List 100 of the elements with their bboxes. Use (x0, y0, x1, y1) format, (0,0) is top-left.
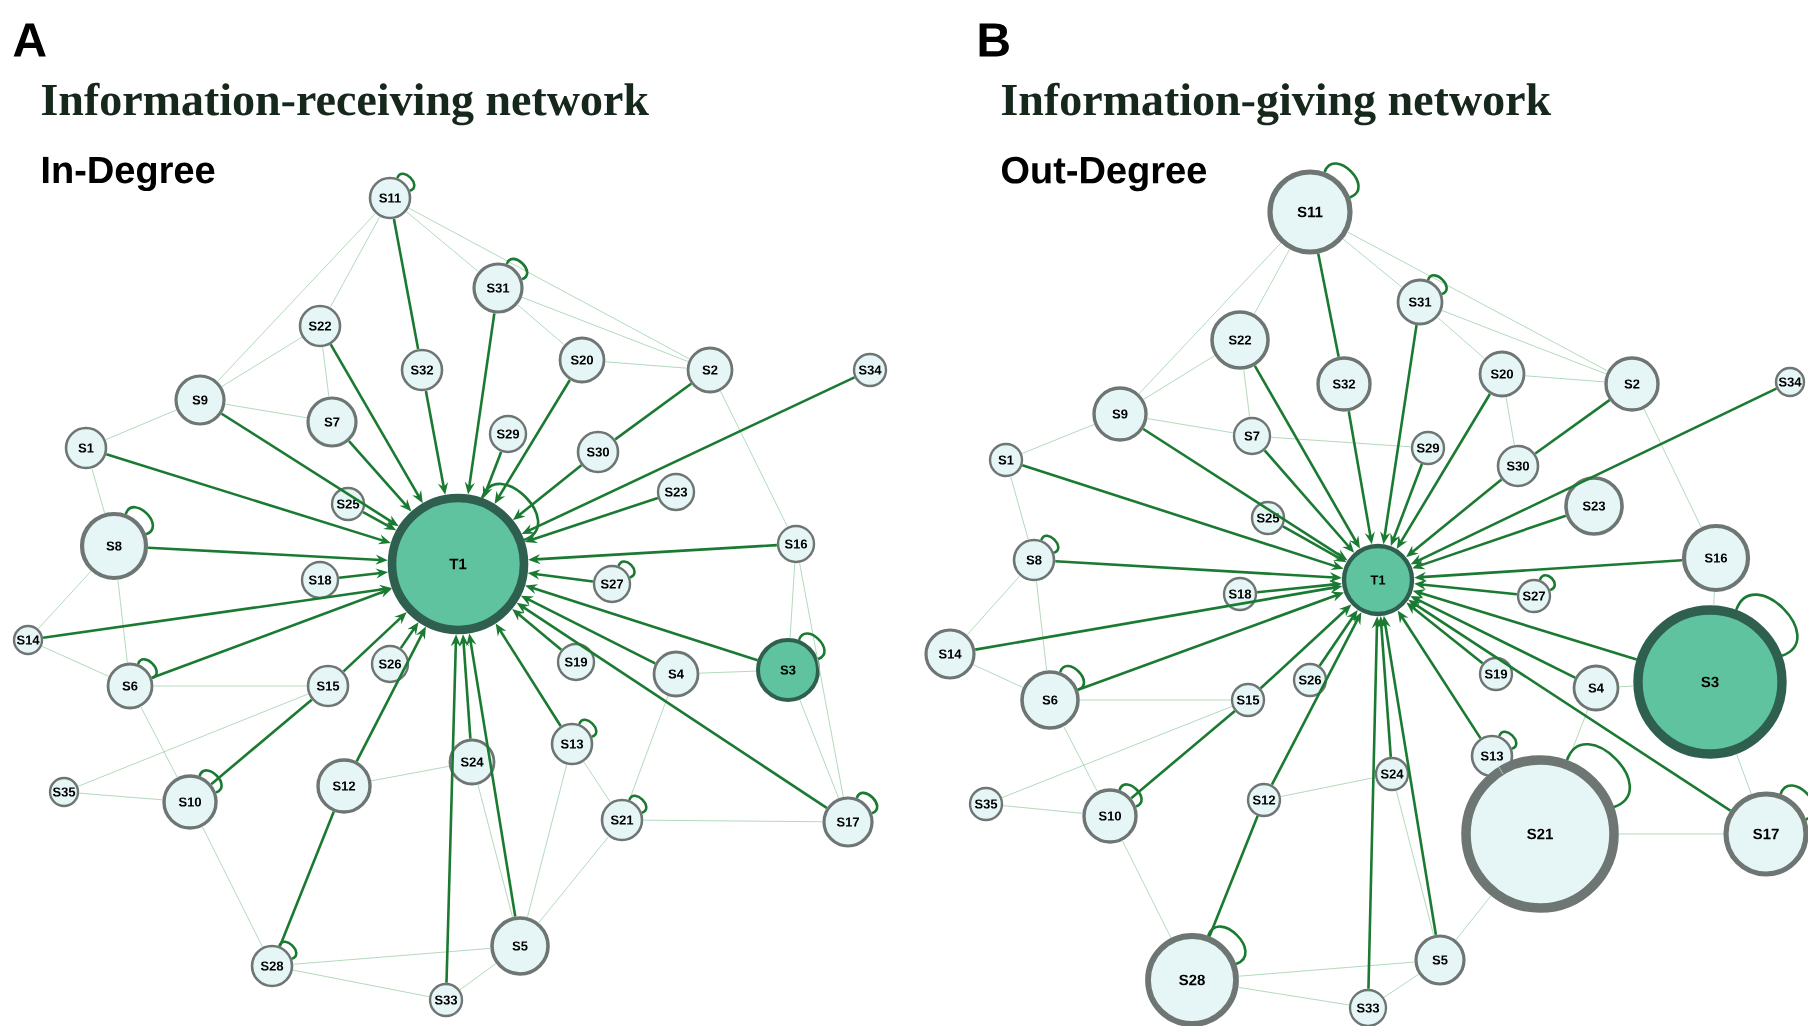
panel-letter: A (13, 23, 46, 57)
link-line (1280, 776, 1376, 797)
link-line (1347, 231, 1609, 372)
self-loop (124, 506, 154, 536)
self-loop (136, 658, 158, 680)
link-line (1643, 408, 1702, 528)
self-loop (198, 769, 223, 794)
link-line (614, 382, 692, 441)
link-line (201, 826, 263, 948)
link-line (1383, 973, 1420, 998)
self-loop (1779, 784, 1808, 821)
self-loop (480, 482, 540, 542)
link-line (1524, 375, 1605, 383)
link-line (405, 211, 479, 273)
link-line (628, 695, 669, 801)
link-line (477, 784, 513, 918)
self-loop (855, 791, 879, 815)
link-line (1618, 833, 1724, 835)
link-line (77, 693, 309, 787)
link-line (527, 764, 568, 918)
self-loop (628, 794, 648, 814)
link-line (1143, 355, 1216, 400)
self-loop (797, 632, 826, 661)
link-line (329, 216, 381, 308)
link-line (1567, 709, 1589, 761)
link-line (1498, 766, 1504, 775)
link-line (1079, 699, 1232, 701)
link-line (1618, 685, 1634, 688)
link-line (1437, 317, 1485, 359)
link-line (1317, 253, 1340, 358)
link-line (583, 761, 611, 803)
link-line (1253, 248, 1290, 315)
self-loop (1040, 534, 1060, 554)
link-line (224, 403, 308, 419)
link-line (799, 699, 840, 799)
link-line (105, 409, 177, 441)
panel-title: Information-giving network (1001, 82, 1552, 126)
link-line (966, 575, 1021, 636)
link-line (292, 969, 430, 998)
link-line (78, 792, 163, 801)
link-line (1243, 369, 1251, 418)
link-line (1395, 790, 1435, 936)
self-loop (617, 560, 636, 579)
link-line (1713, 591, 1715, 606)
link-line (37, 570, 92, 630)
link-line (799, 562, 844, 798)
link-line (91, 468, 106, 514)
link-line (392, 218, 420, 350)
link-line (221, 336, 303, 387)
link-line (1121, 840, 1172, 939)
link-line (1146, 418, 1234, 434)
link-line (1534, 399, 1611, 455)
link-line (1505, 396, 1515, 446)
link-line (1270, 436, 1412, 448)
link-line (322, 346, 330, 398)
link-line (1002, 805, 1083, 814)
self-loop (1059, 664, 1086, 691)
self-loop (1426, 274, 1448, 296)
link-line (517, 304, 565, 346)
link-line (1138, 242, 1282, 395)
link-line (117, 579, 128, 664)
link-line (719, 390, 788, 528)
link-line (789, 562, 796, 639)
self-loop (1565, 743, 1631, 809)
link-line (278, 811, 335, 947)
link-line (1036, 580, 1048, 671)
link-line (1010, 476, 1029, 540)
self-loop (278, 940, 298, 960)
link-line (1208, 815, 1259, 937)
link-line (1441, 310, 1607, 375)
link-line (972, 664, 1024, 688)
link-line (1021, 423, 1095, 454)
link-line (1063, 726, 1098, 792)
link-line (698, 670, 757, 674)
link-line (1130, 710, 1236, 800)
link-line (217, 213, 376, 382)
link-line (408, 207, 690, 360)
panel-title: Information-receiving network (41, 82, 649, 126)
link-line (538, 836, 610, 924)
self-loop (396, 172, 416, 192)
self-loop (578, 718, 598, 738)
link-line (1237, 986, 1350, 1006)
link-line (140, 706, 178, 778)
panel-letter: B (979, 23, 1009, 57)
link-line (41, 645, 110, 677)
self-loop (1118, 783, 1143, 808)
link-line (459, 963, 497, 991)
panel-subtitle: Out-Degree (1002, 156, 1206, 192)
self-loop (1323, 162, 1360, 199)
link-line (292, 947, 491, 965)
link-line (604, 361, 688, 369)
link-line (210, 698, 313, 786)
link-line (1001, 705, 1233, 799)
link-line (152, 685, 308, 687)
link-line (642, 819, 823, 823)
self-loop (1538, 574, 1556, 592)
link-line (521, 296, 689, 362)
self-loop (505, 257, 529, 281)
panel-subtitle: In-Degree (42, 156, 215, 192)
link-line (1736, 753, 1752, 795)
